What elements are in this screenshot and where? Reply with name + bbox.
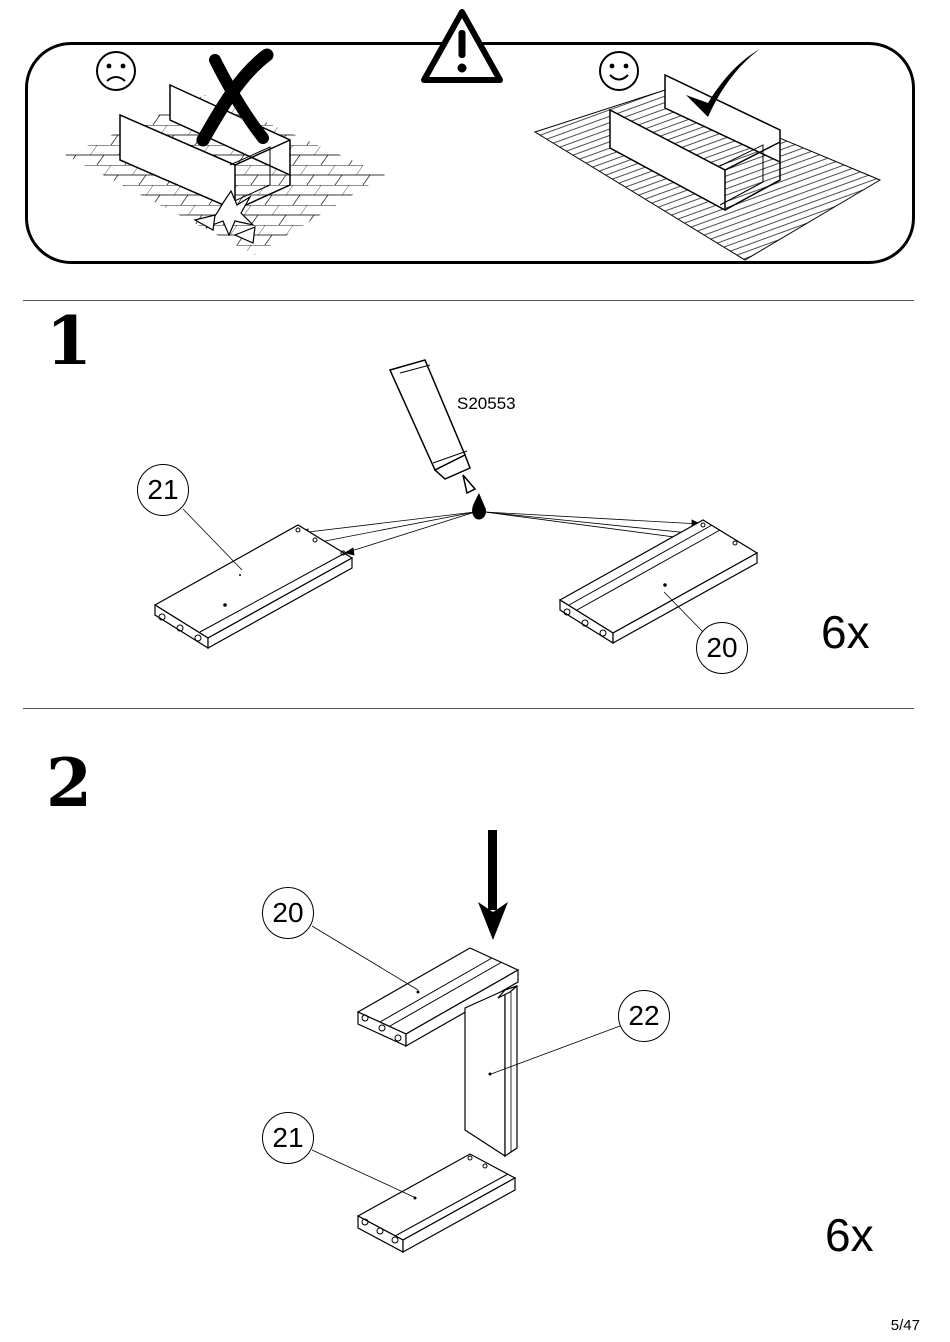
- callout-22-step2: 22: [618, 990, 670, 1042]
- callout-21-step2: 21: [262, 1112, 314, 1164]
- page-number: 5/47: [891, 1317, 920, 1334]
- callout-20-step2: 20: [262, 887, 314, 939]
- step2-quantity: 6x: [825, 1208, 874, 1262]
